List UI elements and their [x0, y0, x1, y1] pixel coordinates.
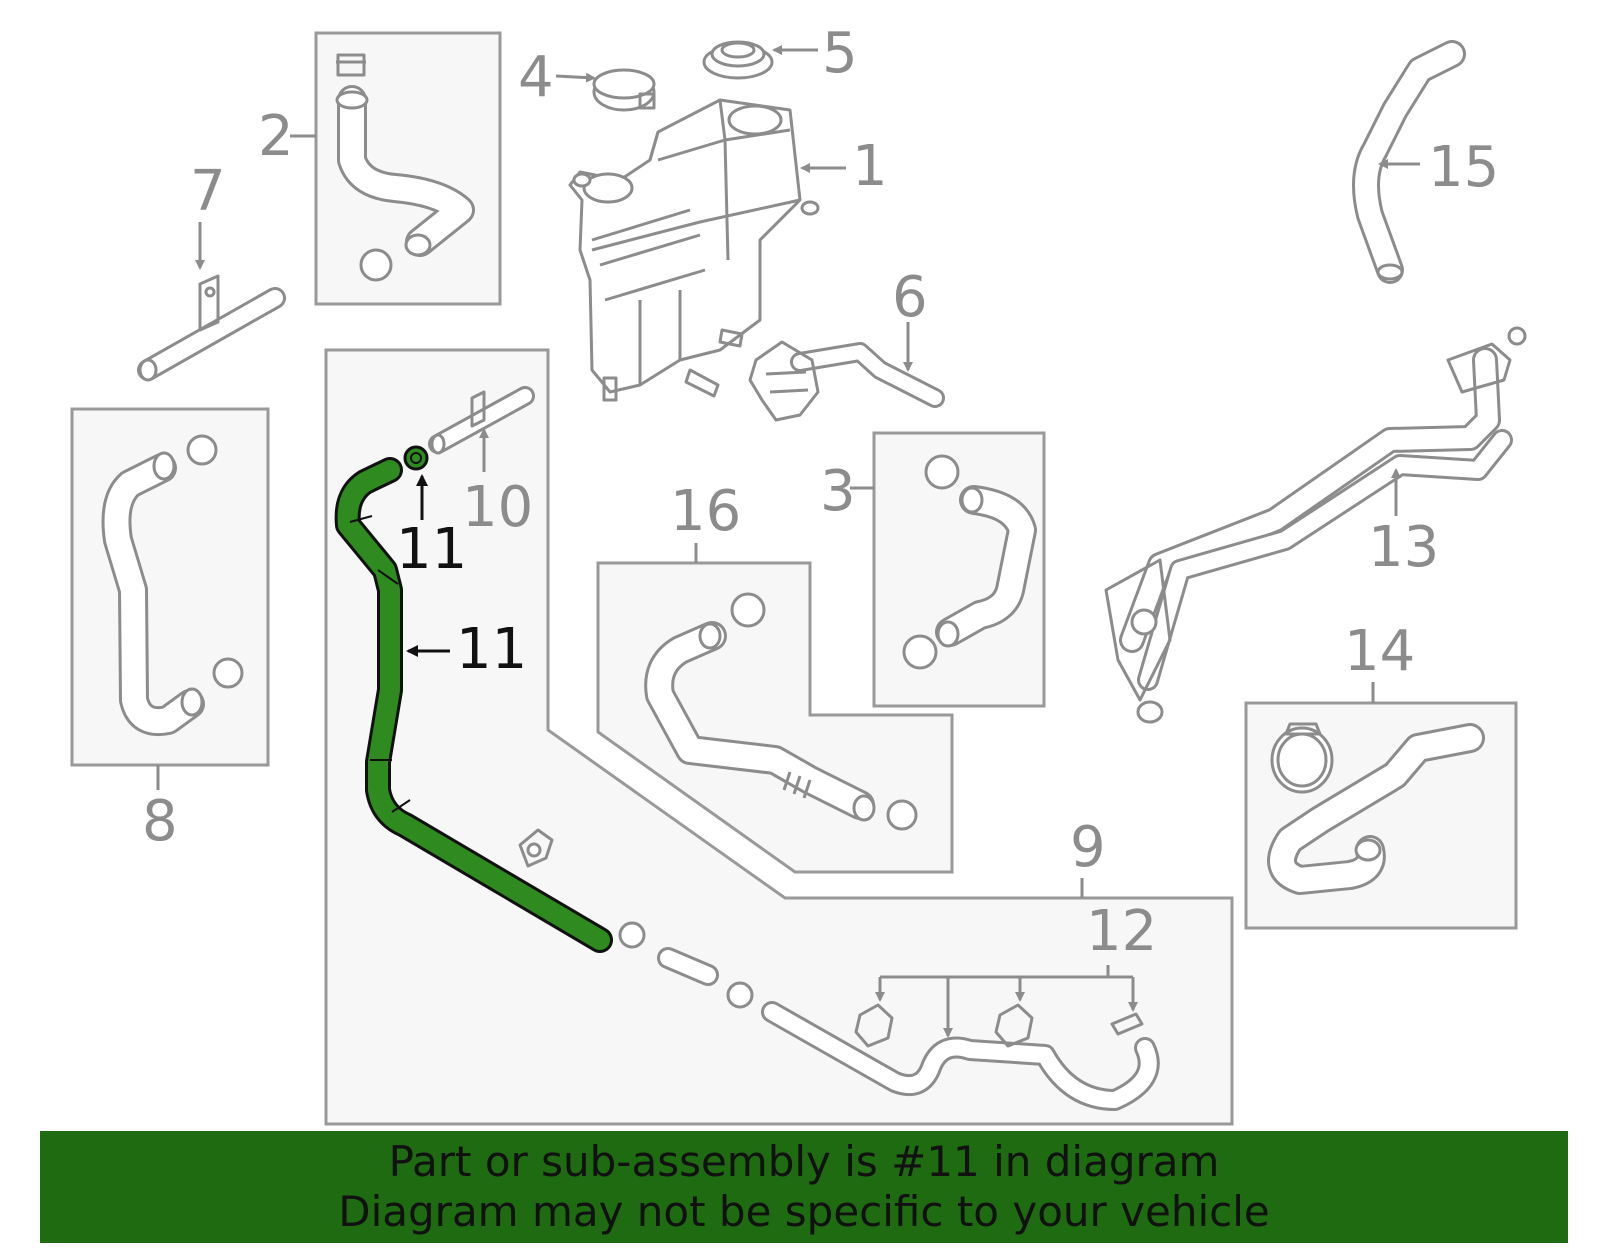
callout-16: 16 [670, 479, 741, 544]
callout-2: 2 [258, 104, 294, 169]
callout-6: 6 [892, 265, 928, 330]
callout-3: 3 [820, 459, 856, 524]
part-13-pipe-assembly [1104, 326, 1527, 724]
callout-7: 7 [190, 159, 226, 224]
callout-5: 5 [822, 21, 858, 86]
part-5-cap [702, 40, 774, 80]
callout-11-clamp: 11 [396, 517, 467, 582]
banner-line-2: Diagram may not be specific to your vehi… [338, 1187, 1270, 1236]
part-1-reservoir [568, 98, 820, 402]
callout-14: 14 [1344, 619, 1415, 684]
part-15-hose [1352, 40, 1466, 284]
part-6-valve [748, 340, 945, 422]
part-11-hose-highlighted [334, 445, 613, 953]
banner-line-1: Part or sub-assembly is #11 in diagram [388, 1137, 1220, 1186]
callout-15: 15 [1428, 135, 1499, 200]
part-9-lower-hoses [518, 828, 1160, 1111]
callout-8: 8 [142, 789, 178, 854]
callout-9: 9 [1070, 815, 1106, 880]
callout-1: 1 [852, 134, 888, 199]
part-box-16 [596, 561, 954, 874]
info-banner: Part or sub-assembly is #11 in diagram D… [40, 1131, 1568, 1243]
part-box-14 [1244, 701, 1518, 930]
callout-10: 10 [462, 475, 533, 540]
part-7-pipe [137, 274, 286, 382]
callout-4: 4 [518, 45, 554, 110]
part-box-3 [872, 431, 1046, 708]
part-box-2 [314, 31, 502, 306]
part-10-pipe [428, 386, 535, 455]
part-box-8 [70, 407, 270, 767]
callout-13: 13 [1368, 515, 1439, 580]
part-4-cap [592, 68, 656, 112]
part-box-9 [324, 348, 1234, 1126]
callout-11-hose: 11 [456, 617, 527, 682]
callout-12: 12 [1086, 899, 1157, 964]
